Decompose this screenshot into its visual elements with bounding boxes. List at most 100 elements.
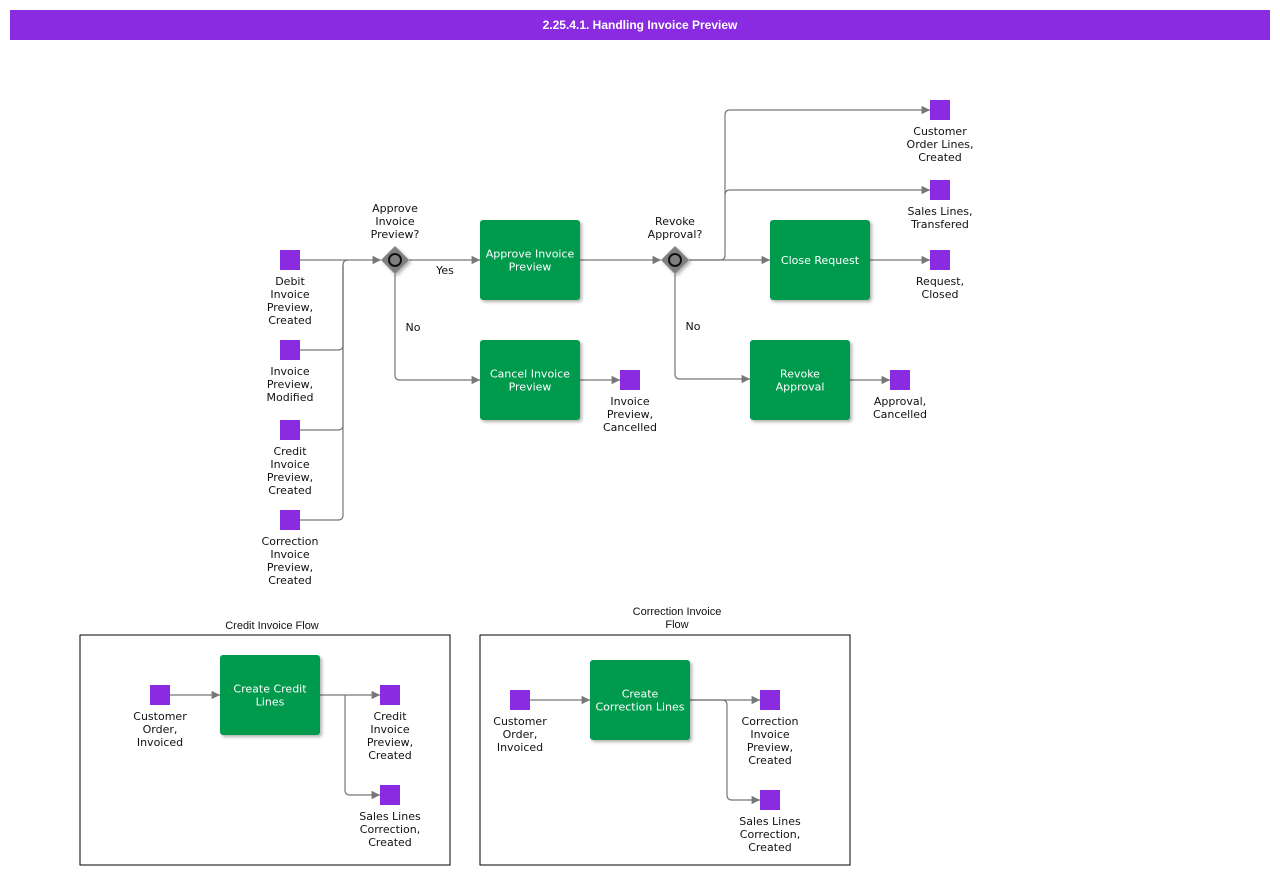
connectors-layer <box>170 105 930 805</box>
flow-credit-to-sales <box>344 695 380 800</box>
label-line: Correction, <box>360 823 420 836</box>
label-line: Correction, <box>740 828 800 841</box>
label-line: Debit <box>275 275 305 288</box>
label-line: Created <box>918 151 962 164</box>
label-line: Close Request <box>781 254 860 267</box>
label-line: Customer <box>133 710 187 723</box>
label-line: Modified <box>267 391 314 404</box>
event-square-icon[interactable] <box>760 790 780 810</box>
event-square-icon[interactable] <box>930 250 950 270</box>
event-approval-cancelled[interactable]: Approval,Cancelled <box>873 370 927 421</box>
gateway-circle-icon <box>668 253 682 267</box>
task-box[interactable] <box>750 340 850 420</box>
label-line: Invoice <box>270 458 310 471</box>
event-square-icon[interactable] <box>930 180 950 200</box>
label-line: Invoice <box>370 723 410 736</box>
gateway-diamond-icon[interactable] <box>661 246 689 274</box>
label-line: Transfered <box>910 218 969 231</box>
event-square-icon[interactable] <box>280 510 300 530</box>
label-line: Invoice <box>270 365 310 378</box>
event-square-icon[interactable] <box>150 685 170 705</box>
event-square-icon[interactable] <box>510 690 530 710</box>
event-square-icon[interactable] <box>380 685 400 705</box>
flow-no-to-cancel <box>394 274 480 385</box>
label-line: Invoice <box>270 548 310 561</box>
label-line: Order, <box>503 728 538 741</box>
label-line: Correction Lines <box>595 701 684 714</box>
flow-to-customer-order-lines <box>689 105 930 261</box>
label-line: Request, <box>916 275 964 288</box>
label-line: Customer <box>493 715 547 728</box>
label-line: Preview, <box>267 378 313 391</box>
label-line: Order Lines, <box>907 138 974 151</box>
label-line: Flow <box>665 619 688 631</box>
label-line: Preview, <box>267 301 313 314</box>
label-line: Sales Lines, <box>908 205 973 218</box>
event-sales-lines-transfered[interactable]: Sales Lines,Transfered <box>908 180 973 231</box>
label-line: Credit Invoice Flow <box>225 620 319 632</box>
label-line: Preview? <box>371 228 420 241</box>
label-line: Created <box>368 749 412 762</box>
label-line: Created <box>268 574 312 587</box>
task-box[interactable] <box>480 340 580 420</box>
label-line: Revoke <box>780 368 820 381</box>
event-square-icon[interactable] <box>760 690 780 710</box>
event-square-icon[interactable] <box>620 370 640 390</box>
event-square-icon[interactable] <box>380 785 400 805</box>
task-box[interactable] <box>480 220 580 300</box>
frame-border <box>479 634 851 866</box>
label-line: Cancelled <box>603 421 657 434</box>
event-square-icon[interactable] <box>280 340 300 360</box>
task-box[interactable] <box>590 660 690 740</box>
task-box[interactable] <box>770 220 870 300</box>
event-square-icon[interactable] <box>930 100 950 120</box>
label-line: Sales Lines <box>359 810 421 823</box>
label-line: Lines <box>256 696 285 709</box>
label-line: Credit <box>373 710 407 723</box>
flow-to-sales-lines <box>724 185 930 196</box>
task-close-request[interactable]: Close Request <box>770 220 870 300</box>
label-line: Preview, <box>267 561 313 574</box>
diagram-title: 2.25.4.1. Handling Invoice Preview <box>10 10 1270 40</box>
label-line: Customer <box>913 125 967 138</box>
edge-label-revoke-no: No <box>686 320 701 333</box>
gateway-diamond-icon[interactable] <box>381 246 409 274</box>
label-line: Cancelled <box>873 408 927 421</box>
label-line: Correction Invoice <box>633 606 722 618</box>
event-request-closed[interactable]: Request,Closed <box>916 250 964 301</box>
label-line: Invoice <box>610 395 650 408</box>
edge-label-approve-no: No <box>406 321 421 334</box>
frame-border <box>79 634 451 866</box>
label-line: Create <box>622 688 659 701</box>
label-line: Correction <box>742 715 799 728</box>
event-square-icon[interactable] <box>280 250 300 270</box>
event-square-icon[interactable] <box>890 370 910 390</box>
label-line: Created <box>268 314 312 327</box>
event-square-icon[interactable] <box>280 420 300 440</box>
label-line: Revoke <box>655 215 695 228</box>
label-line: Invoice <box>270 288 310 301</box>
label-line: Invoiced <box>497 741 543 754</box>
task-box[interactable] <box>220 655 320 735</box>
